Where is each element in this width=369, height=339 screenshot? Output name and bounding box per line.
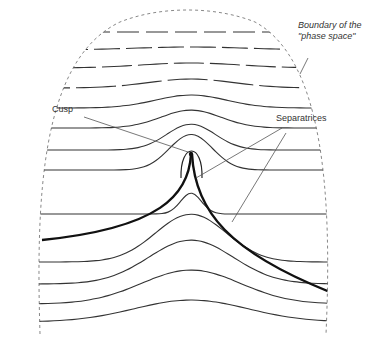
flow-line <box>30 95 336 108</box>
separatrix-leader <box>232 133 286 222</box>
cusp-label: Cusp <box>52 104 73 115</box>
cusp-leader <box>84 117 188 152</box>
cusp-loop <box>181 151 202 178</box>
flow-line <box>30 214 336 262</box>
phase-space-boundary <box>39 10 328 334</box>
flow-line <box>30 240 336 284</box>
flow-line <box>30 300 336 322</box>
separatrix-left <box>42 154 191 240</box>
flow-line <box>30 193 336 214</box>
flow-line <box>30 63 336 68</box>
flow-line <box>30 47 336 50</box>
separatrix-label: Separatrices <box>276 113 327 124</box>
cusp-point <box>189 152 193 156</box>
flow-line <box>30 134 336 170</box>
boundary-label: Boundary of the "phase space" <box>298 20 364 42</box>
flow-lines <box>30 32 336 322</box>
separatrix-leader <box>196 128 282 178</box>
boundary-leader <box>300 58 308 74</box>
flow-line <box>30 79 336 88</box>
flow-line <box>30 31 336 32</box>
